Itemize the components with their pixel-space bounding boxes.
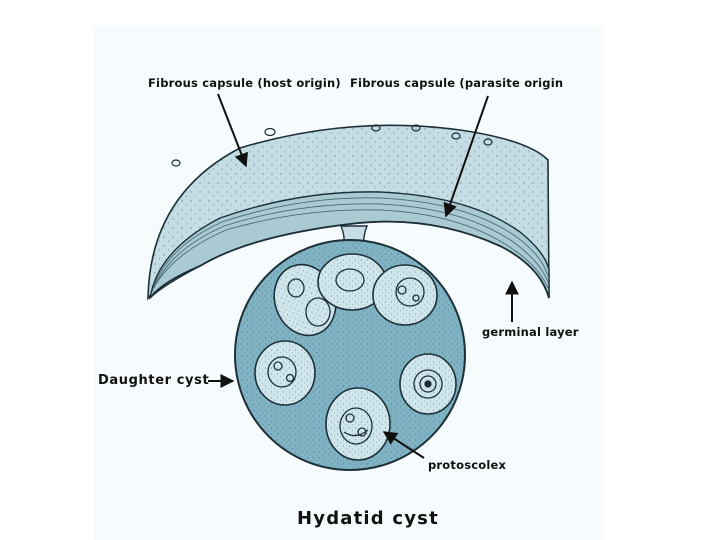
label-protoscolex: protoscolex: [428, 458, 506, 472]
label-germinal-layer: germinal layer: [482, 325, 579, 339]
figure-title: Hydatid cyst: [297, 508, 439, 529]
label-daughter-cyst: Daughter cyst: [98, 373, 209, 388]
label-host-capsule: Fibrous capsule (host origin): [148, 76, 341, 90]
label-parasite-capsule: Fibrous capsule (parasite origin: [350, 76, 563, 90]
